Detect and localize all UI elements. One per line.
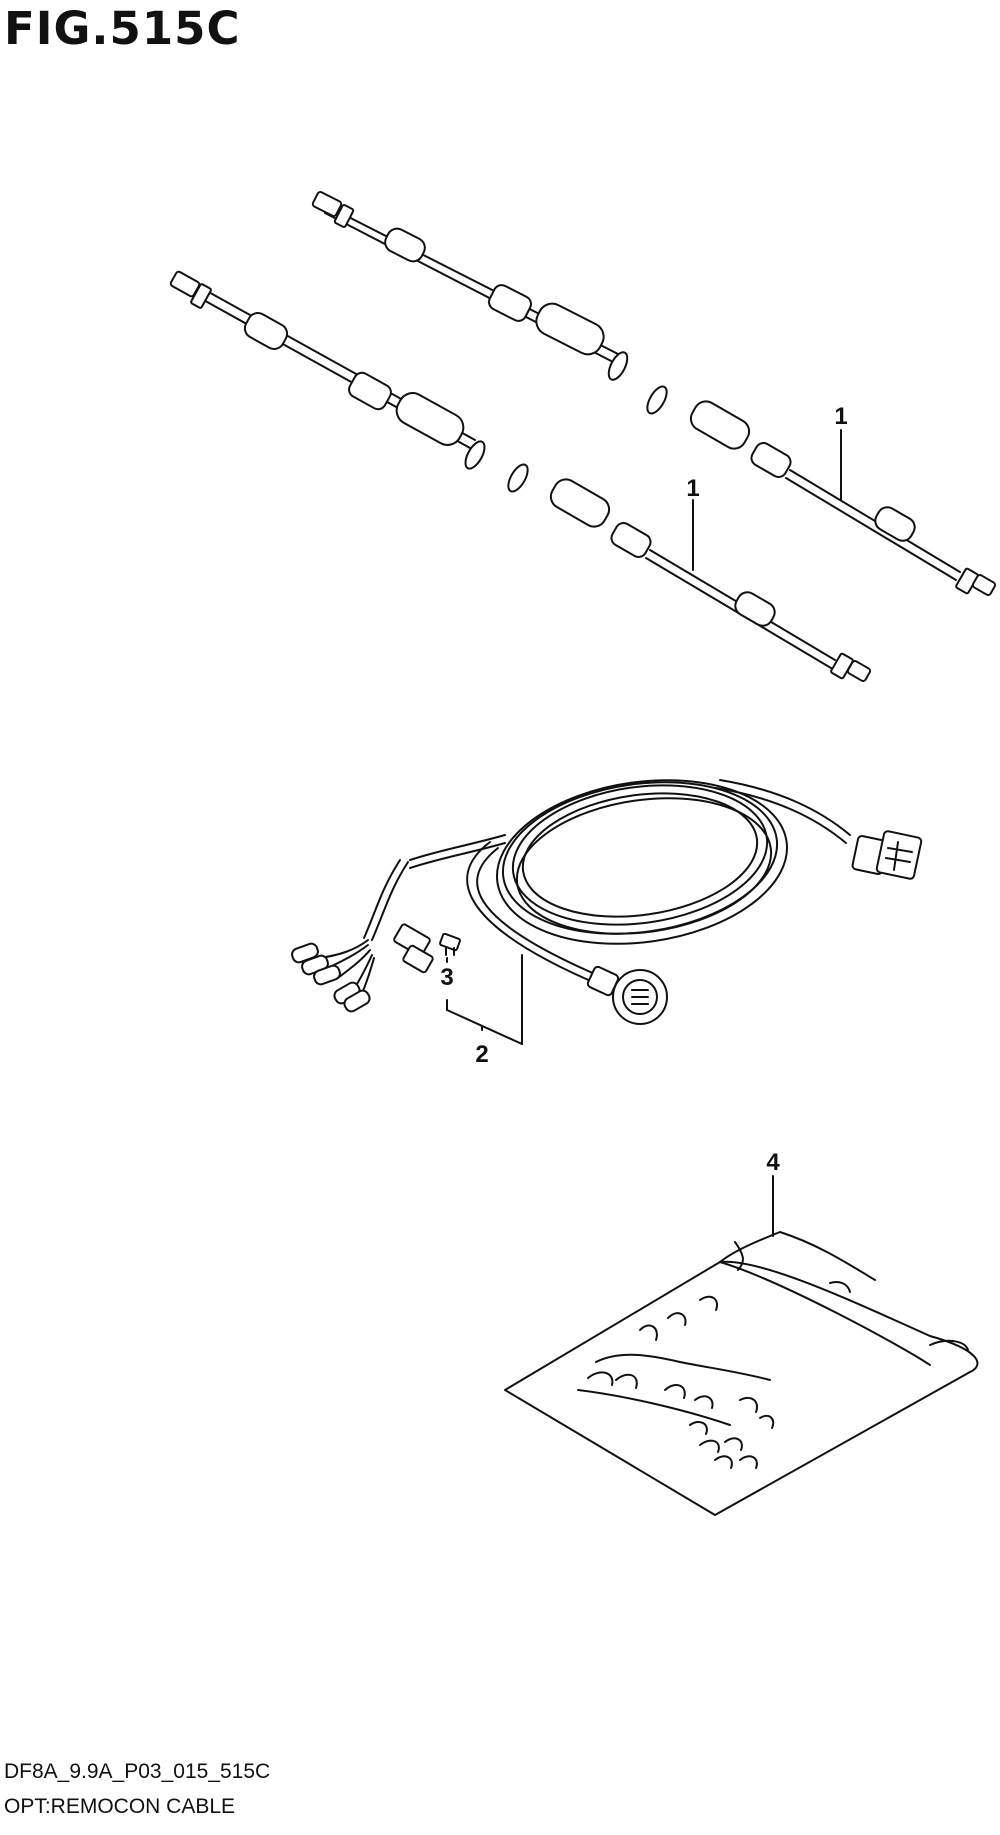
wire-harness [291, 779, 923, 1025]
callout-2: 2 [475, 1041, 488, 1068]
leader-bracket-2 [446, 954, 523, 1045]
callout-1-middle: 1 [686, 475, 699, 502]
remote-cable-upper-left [311, 191, 629, 381]
remote-cable-left [169, 270, 486, 470]
figure-title: FIG.515C [4, 2, 241, 55]
parts-bag [504, 1231, 979, 1516]
callout-4: 4 [766, 1149, 780, 1176]
remote-cable-right [646, 385, 997, 596]
remote-cable-middle [507, 463, 872, 682]
callout-1-right: 1 [834, 403, 847, 430]
figure-description: OPT:REMOCON CABLE [4, 1795, 236, 1818]
callout-3: 3 [440, 964, 453, 991]
figure-code: DF8A_9.9A_P03_015_515C [4, 1760, 271, 1783]
